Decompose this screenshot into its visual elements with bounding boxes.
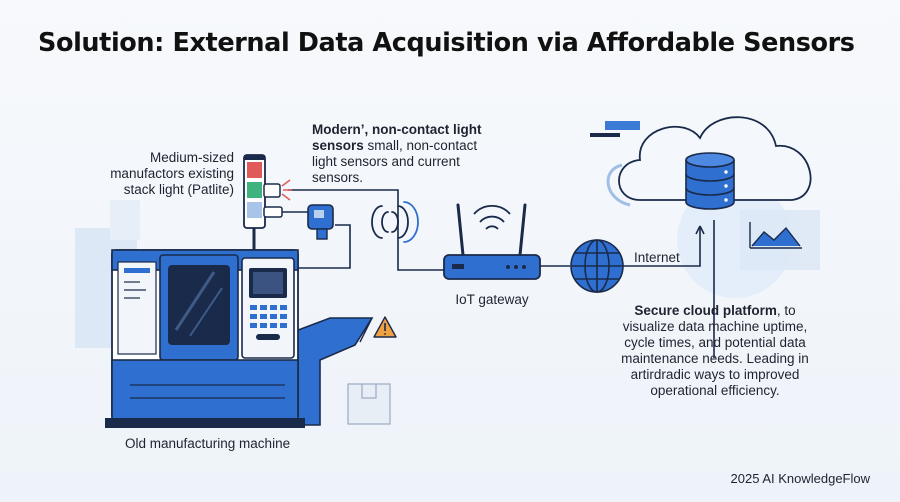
cloud-platform-label: Secure cloud platform, to visualize data… xyxy=(612,303,818,399)
iot-gateway-icon xyxy=(443,203,541,280)
connector-lines xyxy=(288,189,715,358)
warning-icon xyxy=(373,316,397,338)
sensors-label: Modern’, non-contact light sensors small… xyxy=(312,122,494,186)
sensors-label-rest: small, non-contact light sensors and cur… xyxy=(312,138,478,185)
manufacturing-machine-icon xyxy=(105,249,391,428)
cloud-platform-label-rest: , to visualize data machine uptime, cycl… xyxy=(621,303,809,398)
current-sensor-icon xyxy=(307,204,334,240)
cloud-database-icon xyxy=(606,116,812,210)
mini-chart-icon xyxy=(749,222,802,249)
wireless-signal-icon xyxy=(371,201,419,243)
decorative-bars xyxy=(590,121,640,137)
footer-credit: 2025 AI KnowledgeFlow xyxy=(730,471,870,486)
globe-icon xyxy=(570,239,624,293)
page-title: Solution: External Data Acquisition via … xyxy=(38,28,855,58)
machine-label: Old manufacturing machine xyxy=(125,436,291,451)
sensors-label-bold: Modern’, non-contact light sensors xyxy=(312,122,482,153)
stack-light-icon xyxy=(243,154,310,250)
internet-label: Internet xyxy=(634,250,680,265)
gateway-label: IoT gateway xyxy=(455,292,529,307)
cloud-platform-label-bold: Secure cloud platform xyxy=(634,303,777,318)
stack-light-label: Medium-sized manufactors existing stack … xyxy=(110,150,234,197)
